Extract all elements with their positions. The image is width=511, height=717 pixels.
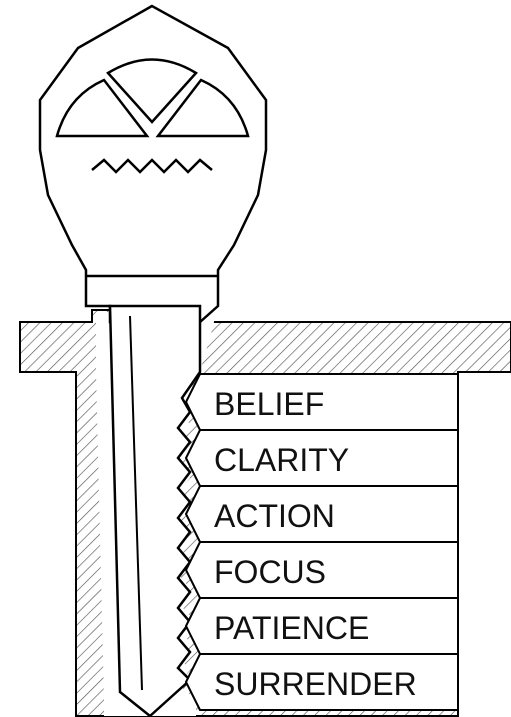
key-head [40,6,266,322]
pin-row-focus: FOCUS [186,542,458,598]
pin-label-patience: PATIENCE [214,610,369,646]
pin-label-focus: FOCUS [214,554,326,590]
pin-label-clarity: CLARITY [214,442,349,478]
pin-label-action: ACTION [214,498,335,534]
pin-label-belief: BELIEF [214,386,324,422]
pin-row-clarity: CLARITY [186,430,458,486]
pin-row-patience: PATIENCE [186,598,458,654]
pin-row-action: ACTION [186,486,458,542]
pin-row-belief: BELIEF [186,374,458,430]
pin-row-surrender: SURRENDER [186,654,458,710]
pin-label-surrender: SURRENDER [214,666,417,702]
